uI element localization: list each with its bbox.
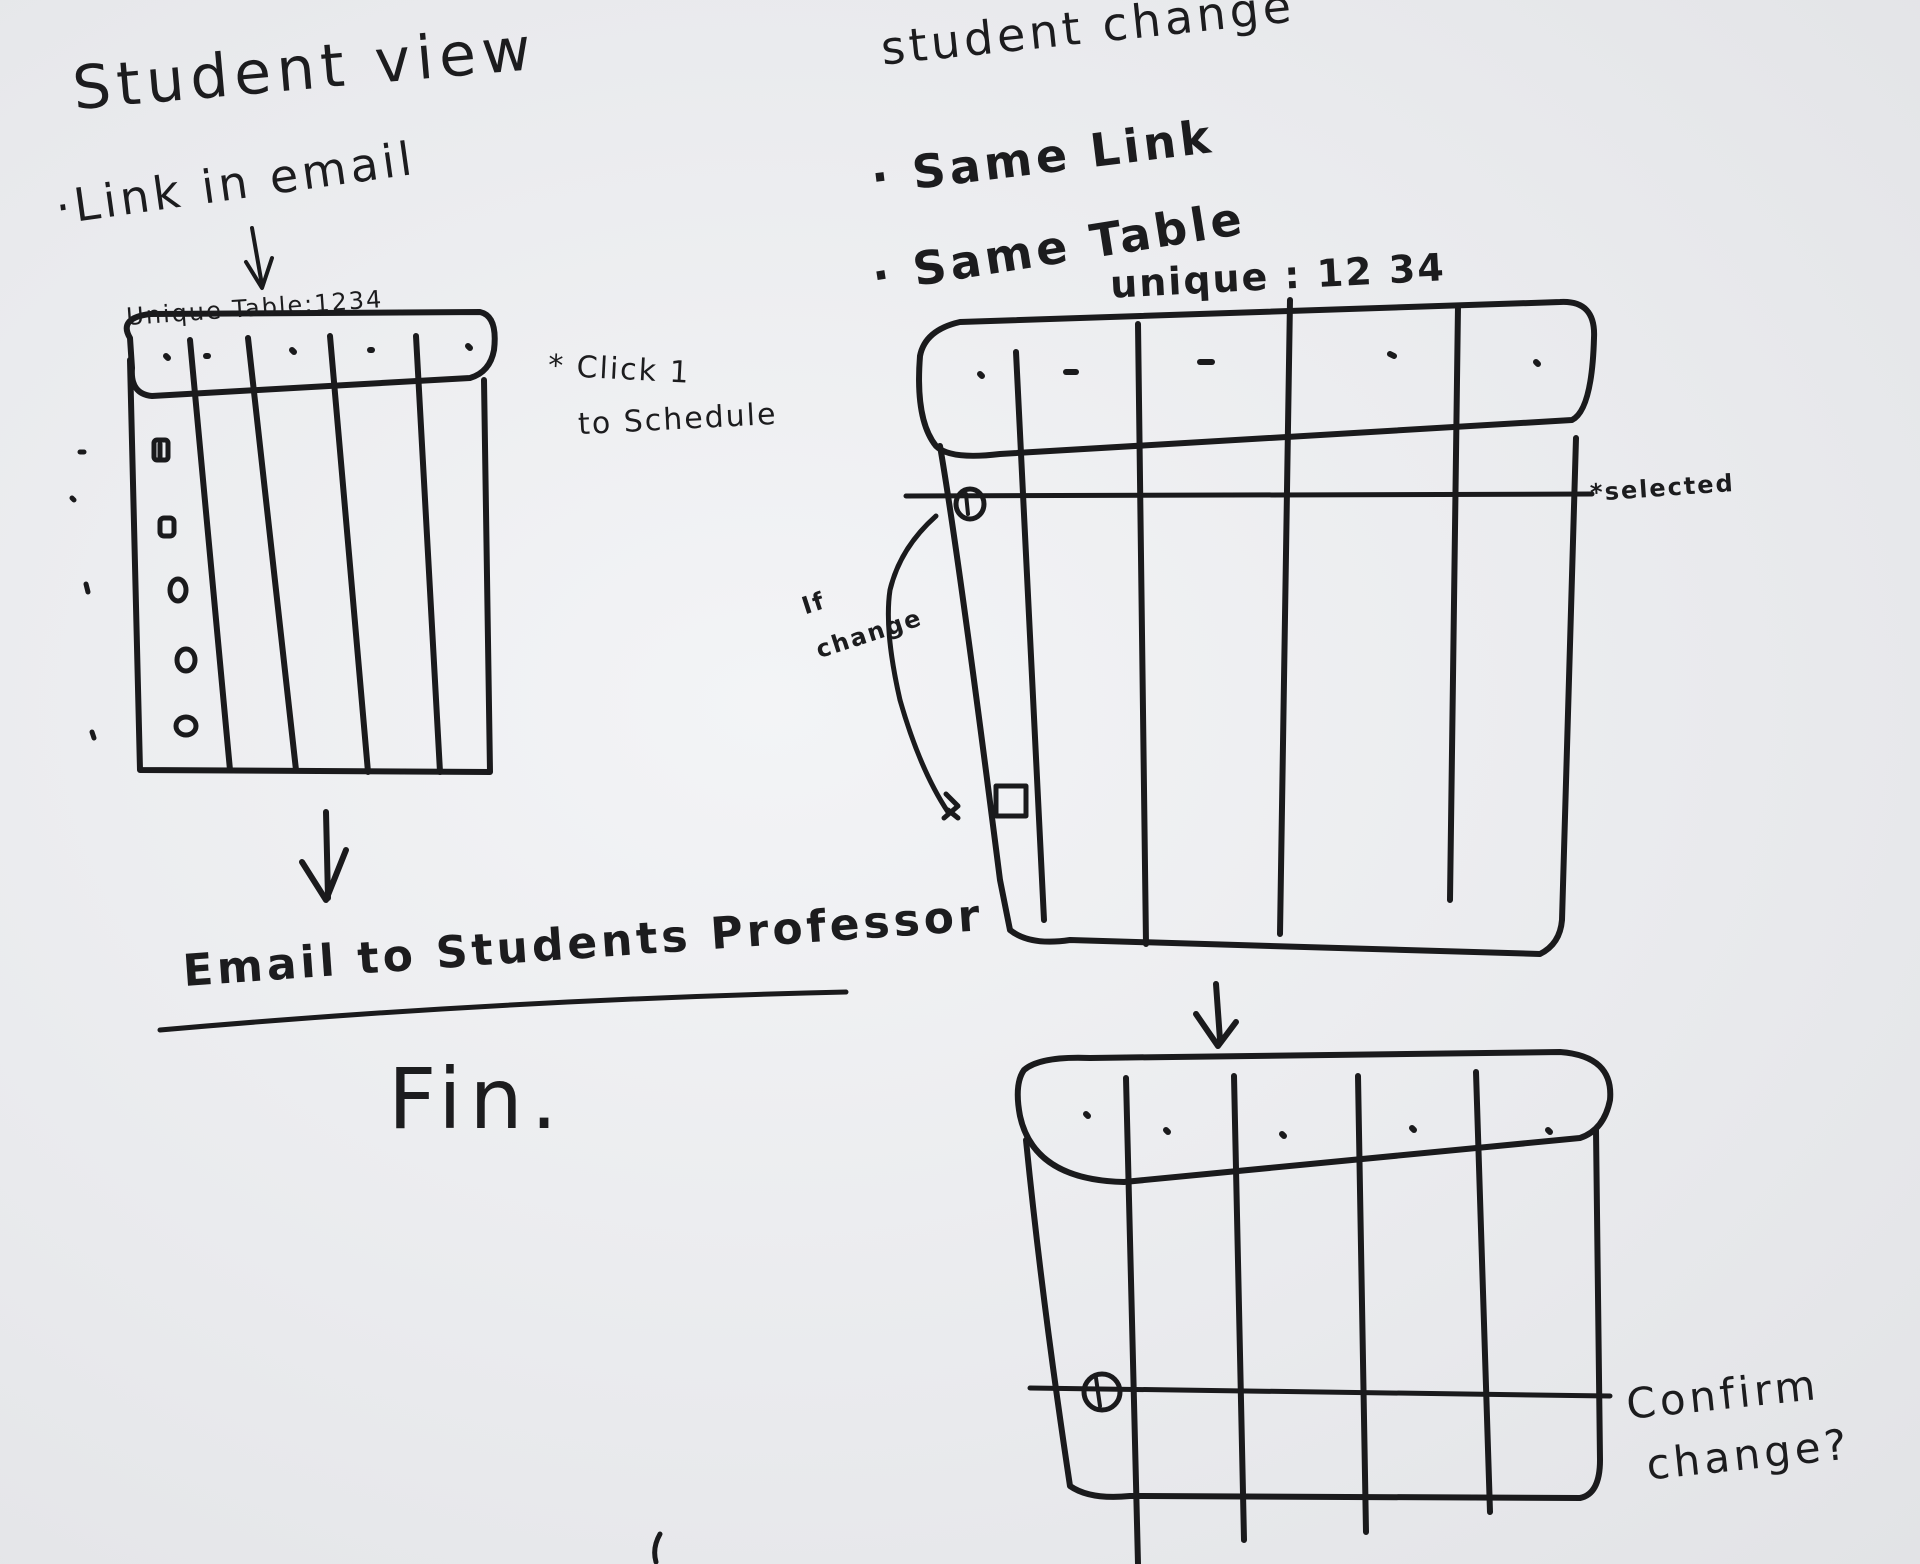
arrow-to-email <box>299 809 349 903</box>
left-header-dots <box>163 343 473 361</box>
confirm-radio-mark <box>1094 1376 1102 1408</box>
click-note-line1: * Click 1 <box>547 348 692 391</box>
confirm-radio <box>1081 1371 1123 1413</box>
stray-mark <box>652 1531 663 1564</box>
right-change-table <box>903 297 1598 957</box>
if-change-arrowhead <box>941 791 961 821</box>
arrow-to-confirm <box>1193 981 1239 1049</box>
selected-radio-mark <box>964 492 970 516</box>
radio-option-3 <box>167 576 189 604</box>
radio-option-2 <box>157 515 177 539</box>
change-checkbox <box>993 783 1029 819</box>
left-row-ticks <box>69 449 97 741</box>
arrow-to-table <box>244 226 274 290</box>
radio-option-5 <box>173 714 199 738</box>
left-radio-options <box>151 437 199 738</box>
selected-radio <box>953 486 987 522</box>
right-confirm-table <box>1014 1049 1614 1564</box>
radio-option-4 <box>174 646 198 674</box>
fin-label: Fin. <box>388 1050 566 1148</box>
if-change-arrow <box>885 513 951 815</box>
left-schedule-table <box>123 309 498 775</box>
confirm-header-dots <box>1083 1111 1553 1139</box>
right-header-dots <box>977 351 1541 379</box>
divider-underline <box>157 989 849 1033</box>
